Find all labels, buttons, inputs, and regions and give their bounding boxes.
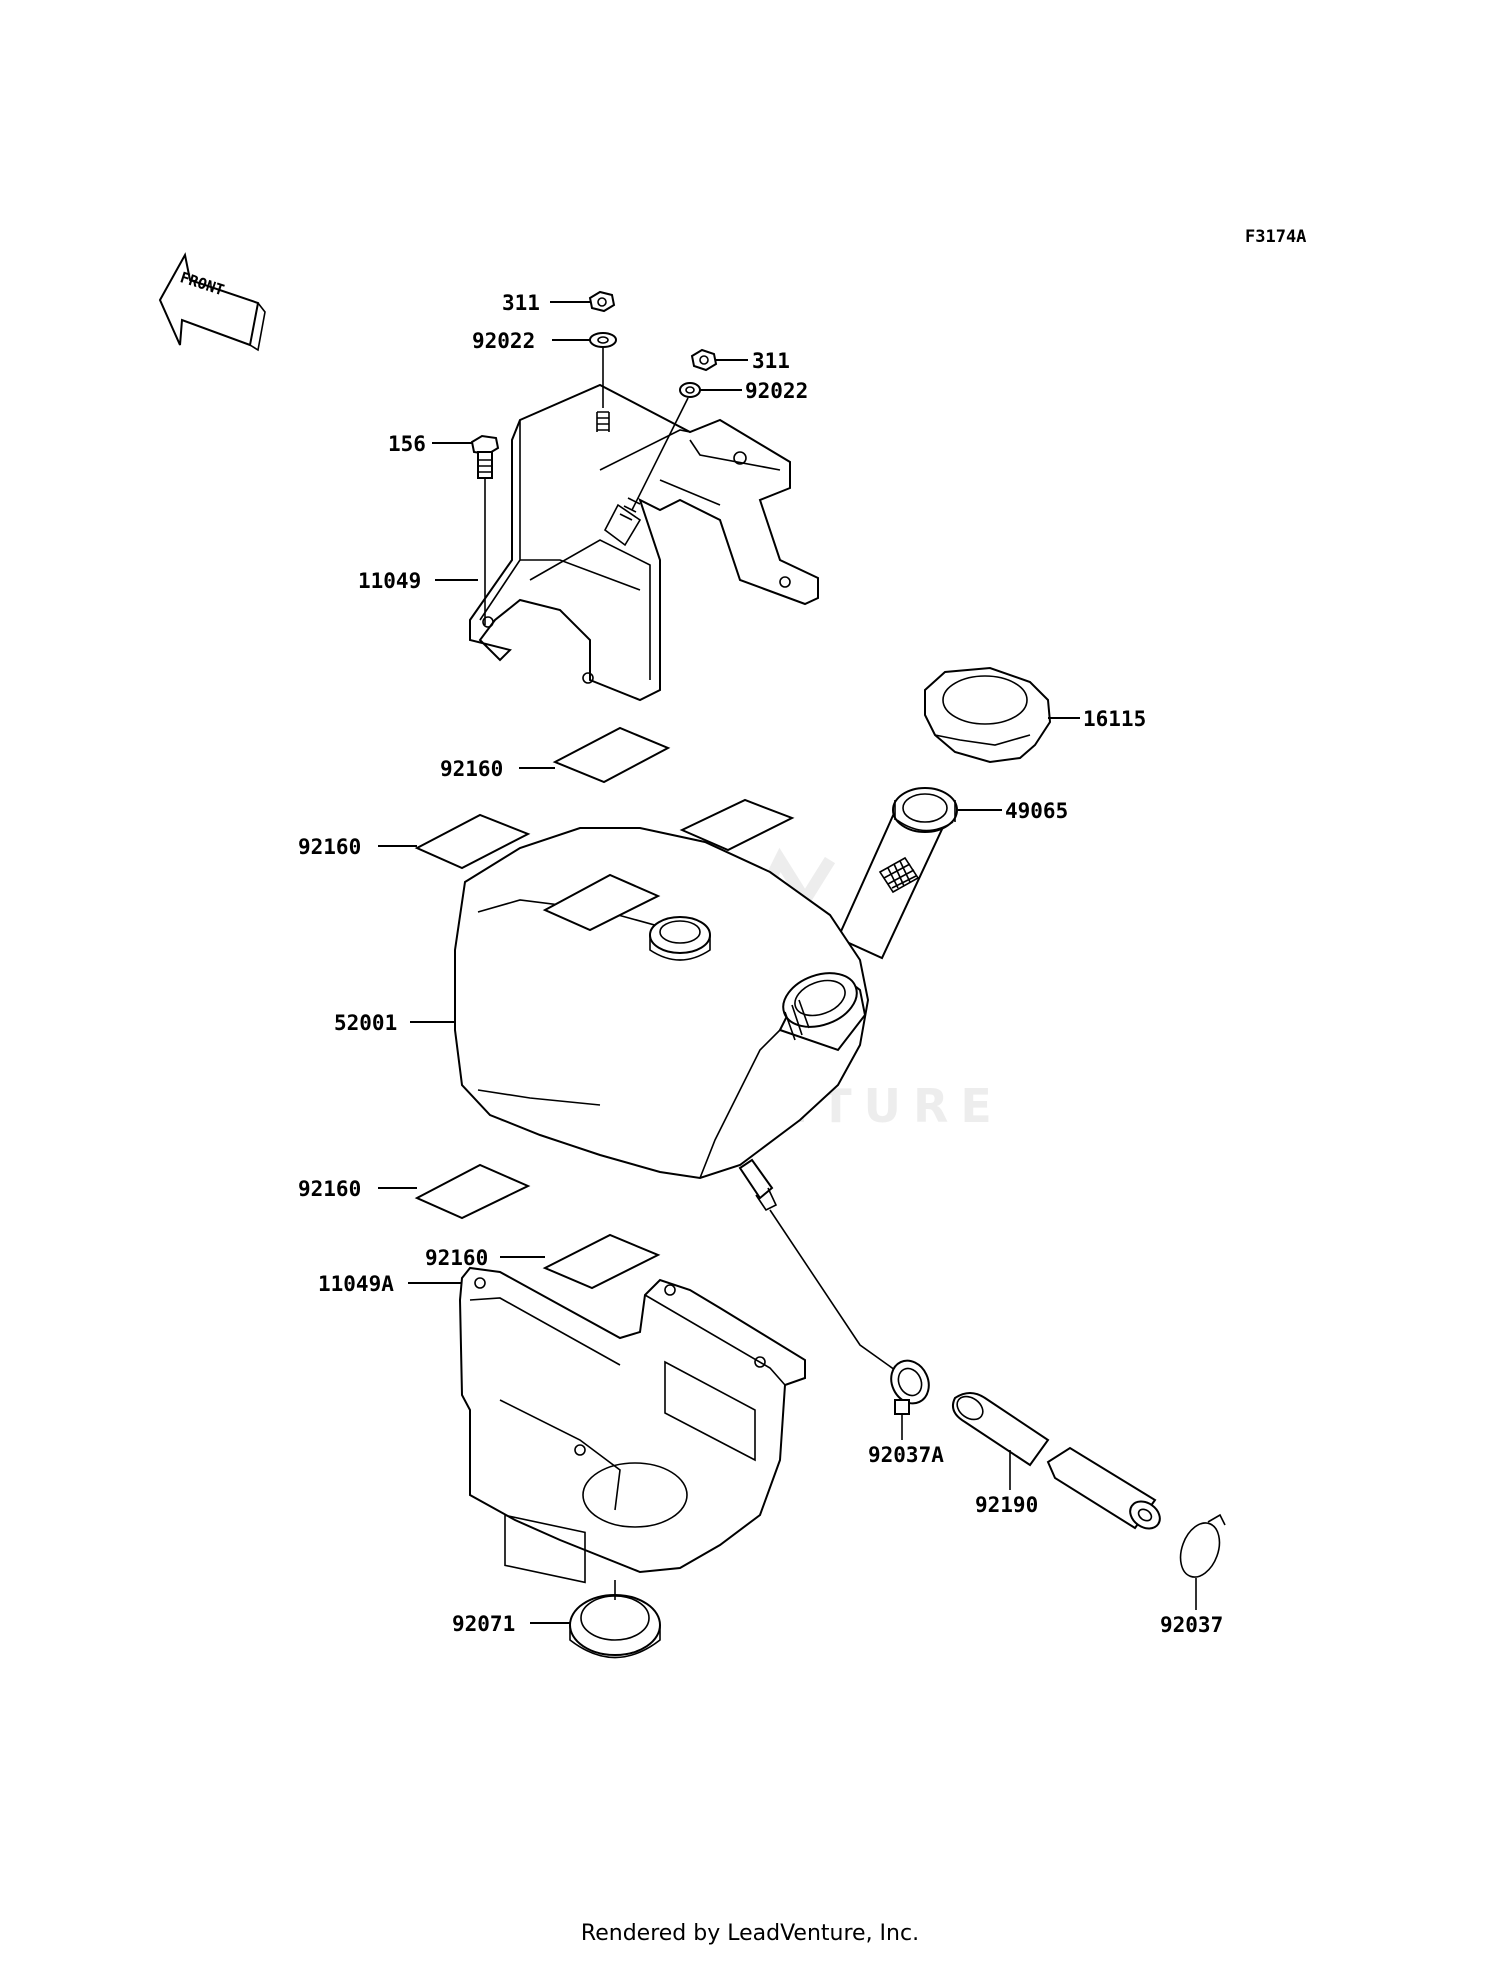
label-92037: 92037 — [1160, 1613, 1223, 1637]
label-92022-top: 92022 — [472, 329, 535, 353]
label-92160-left: 92160 — [298, 835, 361, 859]
label-49065: 49065 — [1005, 799, 1068, 823]
washer-top-drawing — [589, 332, 617, 348]
nut-top-drawing — [588, 290, 616, 313]
label-16115: 16115 — [1083, 707, 1146, 731]
fuel-line-path — [769, 1209, 896, 1371]
diagram-id: F3174A — [1245, 227, 1306, 247]
label-92071: 92071 — [452, 1612, 515, 1636]
label-92160-lower: 92160 — [425, 1246, 488, 1270]
pad-on-tank-drawing — [542, 873, 661, 932]
label-52001: 52001 — [334, 1011, 397, 1035]
label-92190: 92190 — [975, 1493, 1038, 1517]
label-311-top: 311 — [502, 291, 540, 315]
lower-bracket-drawing — [458, 1266, 806, 1584]
washer-right-drawing — [679, 382, 701, 398]
clamp-a-drawing — [890, 1359, 930, 1415]
label-92160-top: 92160 — [440, 757, 503, 781]
fuel-outlet-drawing — [738, 1158, 778, 1212]
fuel-tank-drawing — [454, 827, 870, 1212]
tank-neck-drawing — [778, 972, 867, 1052]
pad-right-drawing — [679, 798, 795, 852]
filler-neck-drawing — [836, 787, 958, 960]
filter-screen-icon — [878, 856, 920, 894]
bolt-drawing — [470, 434, 500, 479]
footer-credit: Rendered by LeadVenture, Inc. — [581, 1921, 919, 1946]
front-arrow-icon: FRONT — [158, 252, 266, 352]
upper-bracket-drawing — [469, 383, 819, 702]
label-11049a: 11049A — [318, 1272, 394, 1296]
tank-filler-boss-drawing — [649, 916, 711, 961]
label-92022-right: 92022 — [745, 379, 808, 403]
label-156: 156 — [388, 432, 426, 456]
nut-right-drawing — [690, 348, 718, 372]
stud-top-drawing — [596, 411, 610, 432]
label-311-right: 311 — [752, 349, 790, 373]
clamp-drawing — [1179, 1513, 1226, 1578]
pad-lower-drawing — [542, 1233, 661, 1290]
pad-top-drawing — [552, 726, 671, 784]
fuel-cap-drawing — [924, 666, 1052, 764]
grommet-drawing — [569, 1594, 661, 1659]
fuel-hose-drawing — [952, 1392, 1161, 1530]
label-11049: 11049 — [358, 569, 421, 593]
leader-lines — [378, 301, 1080, 1624]
label-92160-lower-left: 92160 — [298, 1177, 361, 1201]
pad-lower-left-drawing — [414, 1163, 531, 1220]
pad-left-drawing — [414, 813, 531, 870]
callout-labels: 311 92022 311 92022 156 11049 16115 4906… — [298, 291, 1223, 1637]
label-92037a: 92037A — [868, 1443, 944, 1467]
